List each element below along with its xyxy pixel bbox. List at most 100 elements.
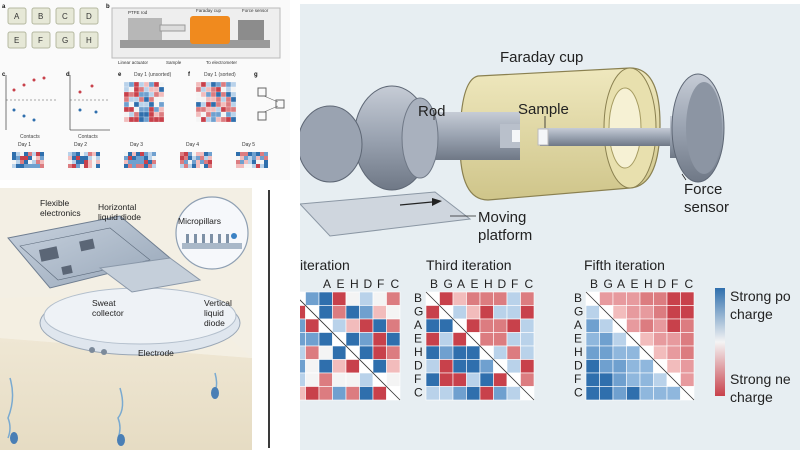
matrix-cell [639,372,654,387]
matrix-cell [439,318,454,333]
matrix-cell [479,318,494,333]
matrix-cell [300,345,306,360]
matrix-cell [599,345,614,360]
matrix-cell [599,318,614,333]
matrix-row-label: A [574,318,582,332]
panel-letter: a [2,4,6,10]
matrix-cell [425,386,440,401]
matrix-cell [439,372,454,387]
sweat-gland [7,377,14,439]
mini-heatmap-sorted [195,81,237,123]
matrix-cell [359,332,374,347]
matrix-cell [639,318,654,333]
matrix-cell [372,359,387,374]
matrix-row-label: A [414,318,422,332]
matrix-cell [493,291,508,306]
matrix-row-label: H [414,345,423,359]
matrix-cell [585,318,600,333]
mini-plot-d [69,75,110,131]
matrix-cell [680,345,695,360]
matrix-cell [345,291,360,306]
matrix-cell [479,359,494,374]
key-tile-b: B [31,7,51,25]
matrix-col-label: D [658,277,667,291]
svg-text:C: C [62,12,68,21]
matrix-cell [345,359,360,374]
matrix-cell [653,386,668,401]
gland-coil [10,432,18,444]
matrix-cell [585,372,600,387]
matrix-cell [452,305,467,320]
matrix-cell [386,305,401,320]
matrix-cell [639,291,654,306]
matrix-cell [493,305,508,320]
matrix-col-label: B [430,277,438,291]
matrix-cell [626,318,641,333]
matrix-cell [425,305,440,320]
matrix-cell [300,332,306,347]
matrix-cell [612,386,627,401]
matrix-col-label: B [590,277,598,291]
matrix-cell [653,291,668,306]
arrow-shaft [399,201,433,206]
matrix-col-label: E [471,277,479,291]
day-heatmap [236,152,268,168]
matrix-row-label: D [574,359,583,373]
matrix-cell [653,372,668,387]
matrix-cell [305,372,320,387]
matrix-cell [359,305,374,320]
matrix-cell [612,291,627,306]
key-tile-d: D [79,7,99,25]
matrix-col-label: D [498,277,507,291]
matrix-cell [466,359,481,374]
svg-text:B: B [38,12,43,21]
gland-coil [117,434,125,446]
matrix-cell [318,386,333,401]
matrix-cell [452,359,467,374]
matrix-diagonal [585,291,695,401]
matrix-cell [653,318,668,333]
matrix-cell [585,359,600,374]
matrix-cell [493,332,508,347]
matrix-cell [506,332,521,347]
matrix-cell [612,332,627,347]
matrix-cell [332,291,347,306]
matrix-cell [332,345,347,360]
day-heatmap [68,152,100,168]
matrix-cell [318,345,333,360]
matrix-cell [332,318,347,333]
matrix-cell [585,345,600,360]
matrix-cell [639,359,654,374]
matrix-col-label: H [350,277,359,291]
matrix-cell [372,386,387,401]
matrix-cell [425,359,440,374]
matrix-cell [599,332,614,347]
force-sensor-small [238,20,264,40]
matrix-cell [585,305,600,320]
matrix-cell [612,372,627,387]
matrix-cell [332,359,347,374]
panel-letter: e [118,72,122,78]
matrix-cell [332,386,347,401]
apparatus-label: Linear actuator [118,60,149,65]
matrix-row-label: D [414,359,423,373]
matrix-title: iteration [300,257,350,273]
matrix-cell [466,305,481,320]
matrix-cell [506,345,521,360]
electrode-pad [101,349,107,355]
svg-text:A: A [14,12,20,21]
micropillars-inset [175,196,249,270]
matrix-cell [479,386,494,401]
matrix-cell [466,345,481,360]
matrix-cell [300,318,306,333]
matrix-row-label: C [574,386,583,400]
day-heatmap [12,152,44,168]
key-tile-e: E [7,31,27,49]
matrix-col-label: A [323,277,331,291]
